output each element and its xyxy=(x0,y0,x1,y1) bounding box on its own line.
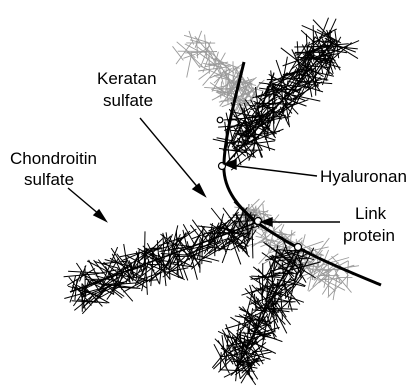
keratan-sulfate-arrowhead xyxy=(193,184,205,196)
gag-chain xyxy=(199,71,210,80)
link-protein-node xyxy=(217,117,223,123)
link-protein-node xyxy=(255,218,262,225)
core-protein-left xyxy=(70,222,258,292)
chondroitin-sulfate-pointer xyxy=(68,188,100,215)
aggrecan-brush-upper-grey xyxy=(173,31,265,115)
keratan-sulfate-pointer xyxy=(140,118,200,190)
link-protein-node xyxy=(295,244,302,251)
gag-chain xyxy=(176,230,177,252)
gag-chain xyxy=(294,47,327,48)
gag-chain xyxy=(173,46,184,60)
gag-chain xyxy=(68,271,103,273)
link-protein-label: Link protein xyxy=(343,204,395,245)
chondroitin-sulfate-label: Chondroitin sulfate xyxy=(10,149,102,189)
gag-chain xyxy=(278,99,298,100)
hyaluronan-pointer xyxy=(229,165,317,176)
hyaluronan-arrowhead xyxy=(224,160,236,169)
gag-chain xyxy=(220,352,221,370)
keratan-sulfate-label: Keratan sulfate xyxy=(97,69,161,110)
hyaluronan-label: Hyaluronan xyxy=(320,167,407,186)
gag-chain xyxy=(64,274,99,277)
